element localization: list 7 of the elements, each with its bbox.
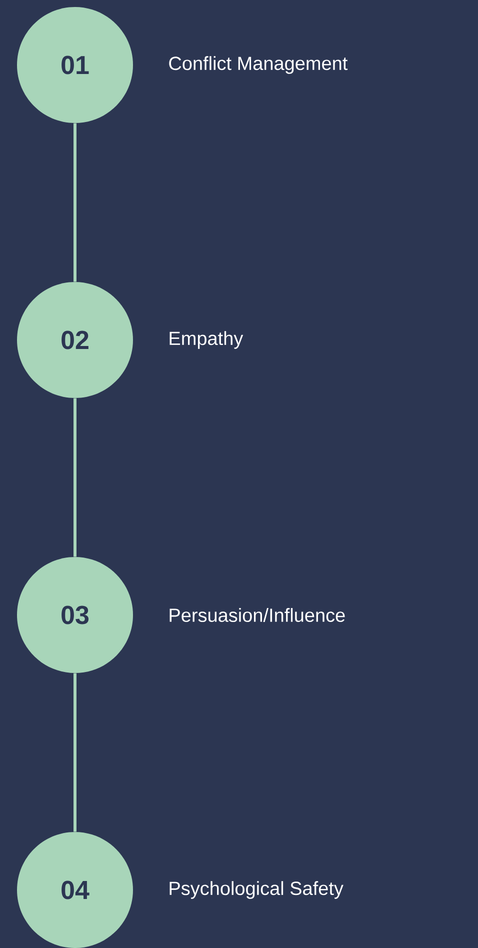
item-label: Persuasion/Influence bbox=[170, 608, 345, 622]
connector-line bbox=[74, 123, 76, 282]
item-label: Conflict Management bbox=[169, 56, 348, 74]
connector-line bbox=[74, 398, 76, 557]
item-label: Empathy bbox=[170, 331, 244, 349]
item-label: Psychological Safety bbox=[170, 881, 344, 899]
connector-line bbox=[74, 673, 76, 832]
